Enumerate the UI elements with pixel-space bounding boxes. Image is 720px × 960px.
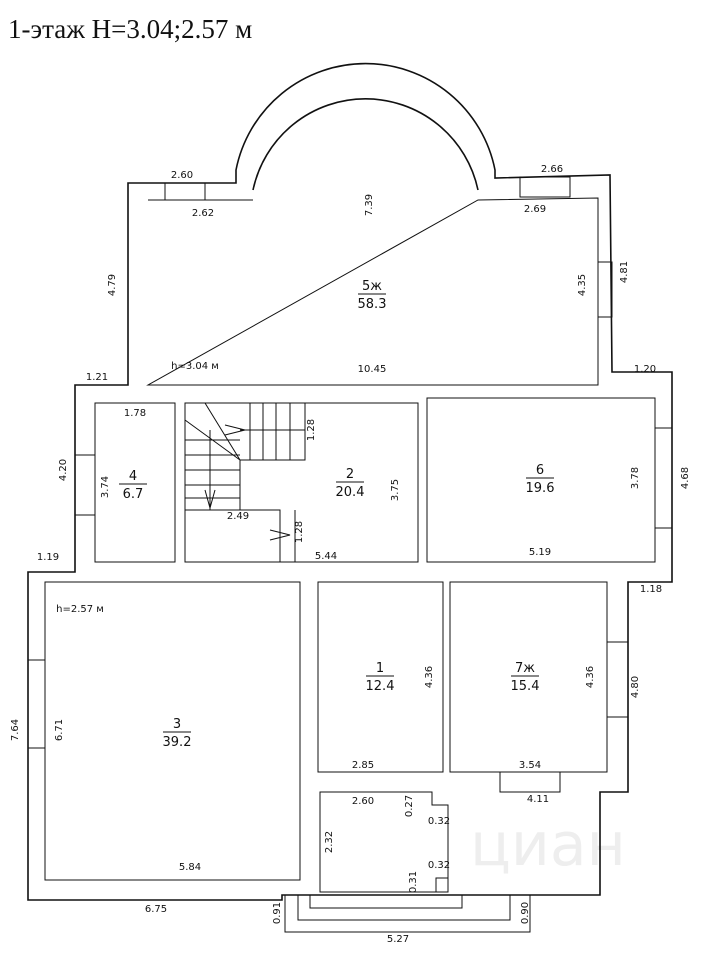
room-6-outline [426, 397, 656, 563]
staircase [184, 402, 306, 562]
dimension-label: 3.78 [630, 467, 641, 489]
room-number: 5ж [362, 279, 382, 294]
room-area: 58.3 [358, 297, 387, 312]
dimension-label: 3.74 [100, 476, 111, 498]
dimension-label: 2.66 [541, 164, 563, 175]
dimension-label: 4.11 [527, 794, 549, 805]
dimension-label: 2.69 [524, 204, 546, 215]
dimension-label: 0.32 [428, 816, 450, 827]
dimension-label: 10.45 [358, 364, 387, 375]
room-area: 12.4 [366, 679, 395, 694]
room-number: 4 [129, 469, 137, 484]
room-8-outline [319, 791, 449, 893]
dimension-label: 1.18 [640, 584, 662, 595]
floor-title: 1-этаж H=3.04;2.57 м [8, 14, 253, 44]
dimension-label: 0.32 [428, 860, 450, 871]
dimension-label: 3.54 [519, 760, 541, 771]
windows [27, 176, 673, 793]
dimension-label: 0.91 [272, 902, 283, 924]
dimension-label: 6.75 [145, 904, 167, 915]
outer-wall [27, 62, 673, 901]
dimension-label: 0.90 [520, 902, 531, 924]
room-area: 39.2 [163, 735, 192, 750]
dimension-label: 6.71 [54, 719, 65, 741]
dimension-label: 5.44 [315, 551, 337, 562]
dimension-label: h=2.57 м [56, 604, 104, 615]
dimension-label: 3.75 [390, 479, 401, 501]
dimension-label: 2.32 [324, 831, 335, 853]
dimension-label: 1.28 [294, 521, 305, 543]
dimension-label: 4.36 [585, 666, 596, 688]
watermark: циан [470, 810, 626, 880]
dimension-label: 0.31 [408, 871, 419, 893]
dimension-label: 1.21 [86, 372, 108, 383]
dimension-label: 7.39 [364, 194, 375, 216]
dimension-label: 1.19 [37, 552, 59, 563]
dimension-label: h=3.04 м [171, 361, 219, 372]
dimension-label: 5.19 [529, 547, 551, 558]
room-area: 20.4 [336, 485, 365, 500]
dimension-label: 2.85 [352, 760, 374, 771]
dimension-label: 4.81 [619, 261, 630, 283]
room-7-outline [449, 581, 608, 773]
dimension-label: 4.80 [630, 676, 641, 698]
room-area: 6.7 [123, 487, 144, 502]
room-1-outline [317, 581, 444, 773]
dimension-label: 2.49 [227, 511, 249, 522]
dimension-label: 4.79 [107, 274, 118, 296]
inner-arc [252, 98, 479, 191]
dimension-label: 4.35 [577, 274, 588, 296]
room-number: 6 [536, 463, 544, 478]
room-area: 15.4 [511, 679, 540, 694]
dimension-label: 5.27 [387, 934, 409, 945]
dimension-label: 1.20 [634, 364, 656, 375]
dimension-label: 4.36 [424, 666, 435, 688]
dimension-label: 5.84 [179, 862, 201, 873]
dimension-label: 0.27 [404, 795, 415, 817]
room-number: 7ж [515, 661, 535, 676]
dimension-label: 1.78 [124, 408, 146, 419]
porch [284, 895, 531, 933]
room-number: 1 [376, 661, 384, 676]
dimension-label: 1.28 [306, 419, 317, 441]
dimension-label: 7.64 [10, 719, 21, 741]
dimension-label: 2.60 [171, 170, 193, 181]
room-number: 2 [346, 467, 354, 482]
room-area: 19.6 [526, 481, 555, 496]
dimension-label: 2.62 [192, 208, 214, 219]
dimension-label: 4.68 [680, 467, 691, 489]
room-number: 3 [173, 717, 181, 732]
dimension-label: 4.20 [58, 459, 69, 481]
dimension-label: 2.60 [352, 796, 374, 807]
stair-arrow-icon [204, 424, 291, 541]
